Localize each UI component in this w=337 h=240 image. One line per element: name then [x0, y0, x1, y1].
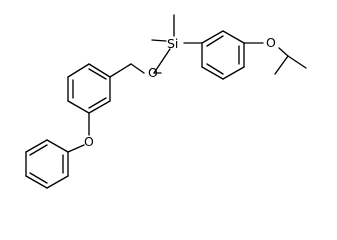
- bond-si-methyl-left: [151, 39, 167, 42]
- ring1-bond-4: [67, 100, 90, 114]
- ring2-bond-4-inner: [29, 172, 48, 184]
- ring3-bond-5: [201, 66, 224, 80]
- phenoxy-oxygen-label: O: [84, 134, 94, 149]
- molecule-structure-drawing: Si O O O: [25, 14, 307, 189]
- ring3-bond-2: [222, 30, 245, 44]
- ring3-bond-4: [222, 66, 245, 80]
- ring3-bond-5-inner: [206, 63, 224, 75]
- bond-o-ch: [278, 47, 289, 57]
- ring1-bond-5: [88, 100, 111, 114]
- bond-ch2-ring: [109, 63, 132, 78]
- ring1-bond-2: [67, 63, 90, 78]
- isopropoxy-oxygen-label: O: [266, 35, 276, 50]
- ring1-bond-5-inner: [88, 97, 107, 109]
- ether-oxygen-label: O: [148, 65, 158, 80]
- bond-ch-methyl-right: [287, 55, 307, 69]
- ring2-bond-2-inner: [29, 144, 48, 156]
- ring1-bond-1-inner: [88, 68, 107, 80]
- bond-lines: [25, 14, 307, 189]
- atom-labels: Si O O O: [84, 35, 276, 149]
- ring3-bond-1-inner: [206, 35, 224, 47]
- silicon-atom-label: Si: [167, 36, 178, 51]
- bond-si-ch2: [153, 48, 171, 74]
- bond-phenoxy-o-ring2: [67, 144, 85, 153]
- bond-o-ch2: [130, 63, 145, 74]
- ring2-bond-2: [25, 139, 48, 153]
- ring2-bond-5: [46, 175, 69, 189]
- ring1-bond-1: [88, 63, 111, 78]
- ring2-bond-4: [25, 175, 48, 189]
- ring3-bond-1: [201, 30, 224, 44]
- bond-ch-methyl-down: [274, 55, 289, 75]
- ring2-bond-1: [46, 139, 69, 153]
